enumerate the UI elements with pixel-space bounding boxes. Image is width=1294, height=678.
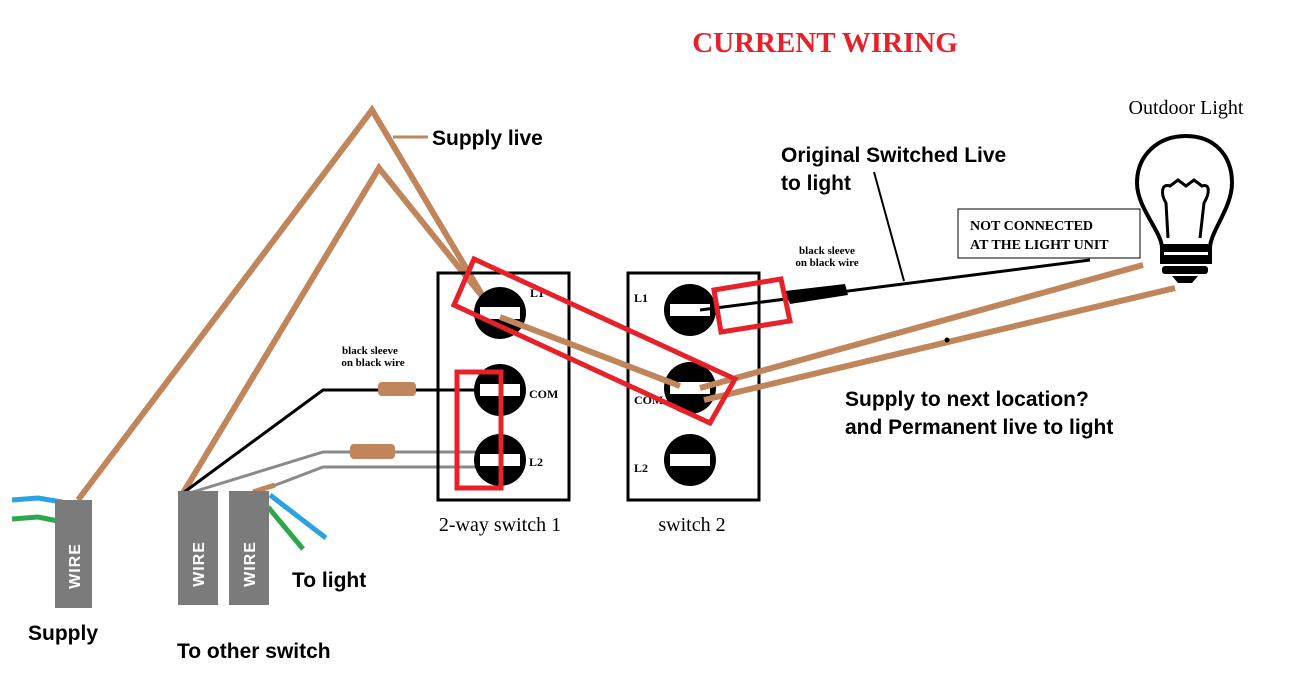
sleeve-left [378,382,416,396]
blue-wire-left [11,495,63,505]
to-other-switch-label: To other switch [177,640,331,663]
to-light-line-label: to light [781,172,851,195]
green-wire-left [11,514,59,524]
supply-next-label-1: Supply to next location? [845,388,1089,411]
switch2-l1-label: L1 [634,291,648,305]
sleeve-right-label-1: black sleeve [799,245,855,257]
permanent-live-wire-lower [703,285,1176,403]
highlight-l1-com-link [450,255,739,427]
wire-block-supply [55,500,92,608]
to-light-label: To light [292,569,366,592]
diagram-title: CURRENT WIRING [692,27,958,59]
green-wire-right [266,505,305,551]
original-switched-live-label: Original Switched Live [781,144,1006,167]
supply-label: Supply [28,622,98,645]
black-wire-switched-live [699,258,1091,312]
sleeve-left-label-1: black sleeve [342,345,398,357]
highlight-switch2-l1 [711,276,793,335]
switch1-terminal-l1 [474,287,526,339]
wire-block-to-light-label: WIRE [242,541,259,587]
not-connected-line1: NOT CONNECTED [970,219,1093,234]
wire-dot [944,337,950,343]
outdoor-light-bulb-icon [1134,133,1235,283]
brown-wire-to-light-cable [252,482,276,495]
sleeve-left-label-2: on black wire [341,357,404,369]
blue-wire-right [268,493,328,540]
sleeve-right [785,284,848,304]
switch1-com-label: COM [529,387,558,401]
switch2-terminal-l2 [664,434,716,486]
switch2-label: switch 2 [658,514,725,536]
brown-link-l1-to-com [498,314,682,389]
switch1-l2-label: L2 [529,455,543,469]
permanent-live-wire-upper [699,262,1144,391]
sleeve-grey [350,444,395,459]
switch2-l2-label: L2 [634,461,648,475]
not-connected-box [957,208,1141,259]
switch2-terminal-l1 [664,284,716,336]
wire-block-other-switch-label: WIRE [191,541,208,587]
switched-live-pointer [873,171,905,282]
supply-live-label: Supply live [432,127,543,150]
not-connected-line2: AT THE LIGHT UNIT [970,238,1109,253]
wire-block-to-light [229,491,269,605]
supply-live-wire-outer [75,104,503,502]
sleeve-right-label-2: on black wire [795,257,858,269]
black-wire-to-com [182,388,495,495]
switch1-label: 2-way switch 1 [439,514,561,536]
wire-block-supply-label: WIRE [67,543,84,589]
supply-live-wire-inner [180,162,493,495]
wire-block-other-switch [178,491,218,605]
supply-next-label-2: and Permanent live to light [845,416,1113,439]
highlight-switch1-com-l2 [454,369,504,491]
outdoor-light-label: Outdoor Light [1129,97,1244,119]
